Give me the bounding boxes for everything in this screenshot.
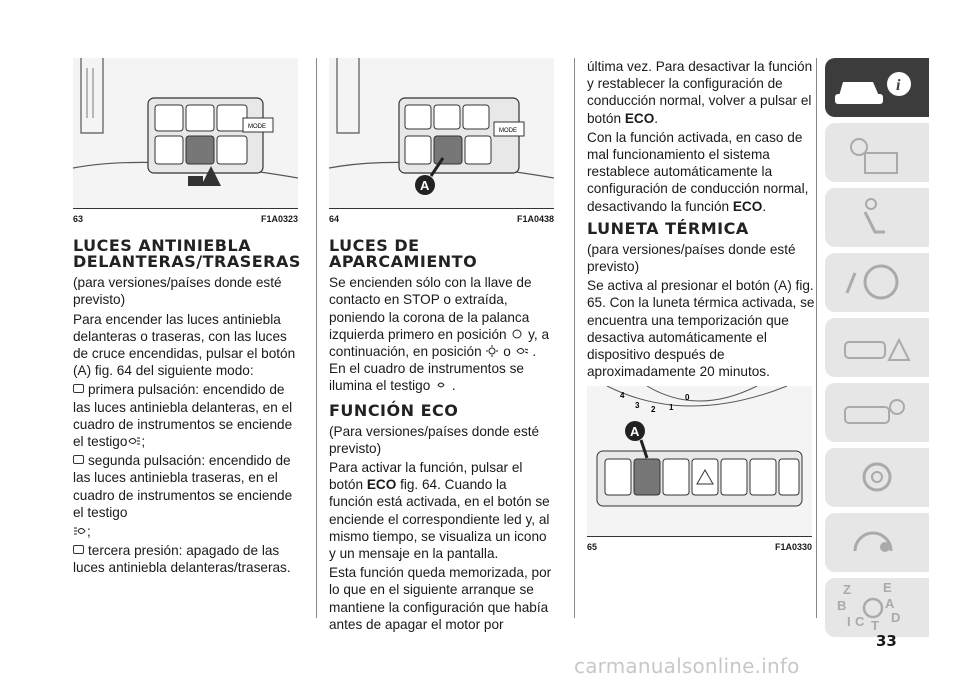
low-beam-icon xyxy=(515,348,528,355)
svg-text:A: A xyxy=(885,596,895,611)
tab-starting-driving[interactable] xyxy=(825,253,929,312)
figure-caption: 64 F1A0438 xyxy=(329,208,554,234)
section-title: LUNETA TÉRMICA xyxy=(587,218,749,238)
tech-data-icon xyxy=(862,462,892,492)
paragraph: (para versiones/países donde esté previs… xyxy=(73,275,282,308)
svg-text:I: I xyxy=(847,614,851,629)
svg-text:4: 4 xyxy=(620,391,625,400)
svg-text:C: C xyxy=(855,614,865,629)
watermark: carmanualsonline.info xyxy=(574,654,800,678)
tab-maintenance[interactable] xyxy=(825,383,929,442)
figure-caption: 63 F1A0323 xyxy=(73,208,298,234)
svg-text:A: A xyxy=(630,424,640,439)
svg-text:D: D xyxy=(891,610,900,625)
bullet-icon xyxy=(73,545,84,555)
figure-number: 64 xyxy=(329,214,340,224)
list-item: segunda pulsación: encendido de las luce… xyxy=(73,453,293,520)
tab-warning-lights[interactable] xyxy=(825,123,929,182)
svg-text:2: 2 xyxy=(651,405,656,414)
svg-text:0: 0 xyxy=(685,393,690,402)
svg-text:i: i xyxy=(896,77,901,94)
car-info-icon: i xyxy=(835,72,911,104)
paragraph: Se encienden sólo con la llave de contac… xyxy=(329,275,550,394)
column-divider xyxy=(816,58,817,618)
figure-number: 63 xyxy=(73,214,84,224)
tab-technical-data[interactable] xyxy=(825,448,929,507)
svg-text:3: 3 xyxy=(635,401,640,410)
warning-lights-icon xyxy=(850,138,898,174)
paragraph: (para versiones/países donde esté previs… xyxy=(587,241,796,275)
section-title: LUCES DE APARCAMIENTO xyxy=(329,236,478,272)
eco-label: ECO xyxy=(366,477,397,493)
svg-text:T: T xyxy=(871,618,879,633)
figure-code: F1A0438 xyxy=(516,214,554,224)
figure-code: F1A0330 xyxy=(774,542,812,553)
paragraph: Para activar la función, pulsar el botón… xyxy=(329,460,550,562)
column-2: MODE A 64 F1A0438 LUCES DE APARCAMIENTO … xyxy=(329,58,554,635)
tab-safety[interactable] xyxy=(825,188,929,247)
eco-label: ECO xyxy=(624,110,655,126)
section-title: FUNCIÓN ECO xyxy=(329,400,459,420)
bullet-icon xyxy=(73,455,84,465)
service-car-icon xyxy=(844,399,905,424)
column-3: última vez. Para desactivar la función y… xyxy=(587,58,817,563)
list-item: primera pulsación: encendido de las luce… xyxy=(73,382,293,450)
figure-63: MODE xyxy=(73,58,298,208)
steering-wheel-icon xyxy=(845,264,899,300)
index-icon: Z E B A D I C T xyxy=(837,580,900,633)
rear-window-panel-illustration: 4 3 2 1 0 A xyxy=(587,386,812,537)
fog-light-panel-illustration: MODE xyxy=(73,58,298,208)
figure-code: F1A0323 xyxy=(260,214,298,224)
svg-text:A: A xyxy=(420,178,430,193)
parking-lights-icon xyxy=(437,382,445,388)
column-divider xyxy=(316,58,317,618)
parking-light-off-icon xyxy=(512,329,522,339)
paragraph: última vez. Para desactivar la función y… xyxy=(587,59,813,126)
tab-multimedia[interactable] xyxy=(825,513,929,572)
eco-label: ECO xyxy=(732,198,763,214)
figure-caption: 65 F1A0330 xyxy=(587,536,812,562)
paragraph: (Para versiones/países donde esté previs… xyxy=(329,423,540,456)
eco-panel-illustration: MODE A xyxy=(329,58,554,208)
tab-car-info[interactable]: i xyxy=(825,58,929,117)
figure-65: 4 3 2 1 0 A xyxy=(587,386,812,537)
column-divider xyxy=(574,58,575,618)
rear-fog-icon xyxy=(74,527,86,535)
page-number: 33 xyxy=(876,632,897,650)
figure-number: 65 xyxy=(587,542,598,553)
column-1: MODE 63 F1A0323 LUCES ANTINIEBLA DELANTE… xyxy=(73,58,303,579)
svg-text:Z: Z xyxy=(843,582,851,597)
airbag-icon xyxy=(863,198,885,234)
paragraph: Con la función activada, en caso de mal … xyxy=(587,129,809,214)
svg-text:MODE: MODE xyxy=(248,124,266,130)
svg-text:B: B xyxy=(837,598,846,613)
list-item: tercera presión: apagado de las luces an… xyxy=(73,543,291,576)
multimedia-icon xyxy=(853,531,893,552)
chapter-tabs: i xyxy=(825,58,929,643)
side-light-icon xyxy=(486,345,499,358)
paragraph: Se activa al presionar el botón (A) fig.… xyxy=(587,278,815,380)
tab-index[interactable]: Z E B A D I C T xyxy=(825,578,929,637)
front-fog-icon xyxy=(128,437,141,445)
paragraph: Esta función queda memorizada, por lo qu… xyxy=(329,565,552,632)
tab-emergency[interactable] xyxy=(825,318,929,377)
list-item: ; xyxy=(73,523,303,540)
figure-64: MODE A xyxy=(329,58,554,208)
svg-text:E: E xyxy=(883,580,892,595)
section-title: LUCES ANTINIEBLA DELANTERAS/TRASERAS xyxy=(73,236,301,272)
svg-text:MODE: MODE xyxy=(499,128,517,134)
paragraph: Para encender las luces antiniebla delan… xyxy=(73,311,296,379)
bullet-icon xyxy=(73,384,84,394)
svg-text:1: 1 xyxy=(669,403,674,412)
road-warning-icon xyxy=(844,337,911,361)
